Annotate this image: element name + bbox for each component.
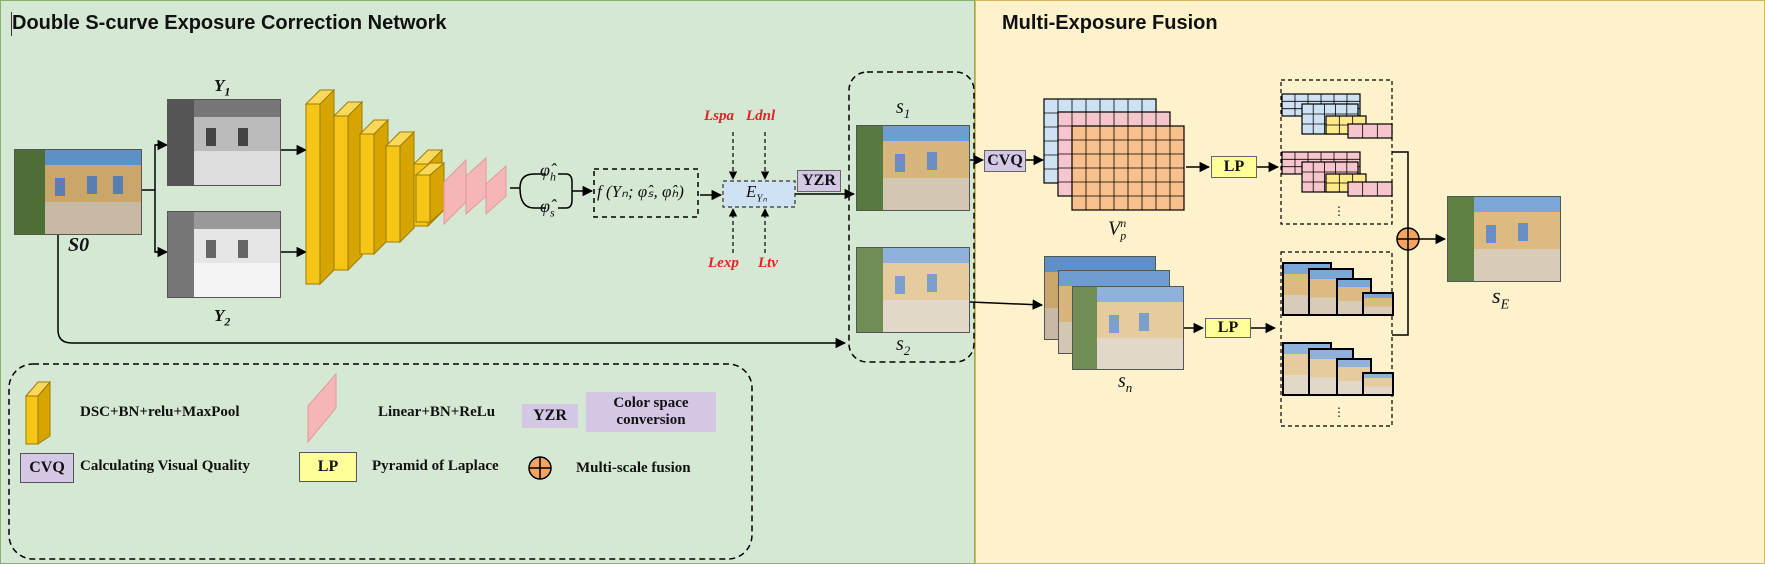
sn-image-3 [1072, 286, 1184, 370]
pyr1-level-4 [1347, 123, 1393, 139]
pyr2-level-4 [1347, 181, 1393, 197]
e-box [722, 180, 796, 208]
network-blocks [304, 88, 507, 286]
lspa-label: Lspa [704, 108, 734, 124]
conv-block-4 [384, 130, 416, 244]
s2-label: s2 [896, 333, 911, 358]
net-output-brace [510, 173, 546, 209]
title-cursor [11, 12, 12, 36]
legend-color-space: Color space conversion [586, 392, 716, 432]
lp-tag-bottom: LP [1205, 318, 1251, 338]
legend-conv-icon [24, 380, 52, 445]
skip-line [57, 235, 847, 349]
phi-h: φ̂h [540, 160, 556, 184]
legend-fusion-label: Multi-scale fusion [576, 460, 691, 476]
ltv-label: Ltv [758, 255, 778, 271]
s0-image [14, 149, 142, 235]
conv-block-2 [332, 100, 364, 272]
legend-linear-label: Linear+BN+ReLu [378, 404, 496, 420]
legend-yzr-tag: YZR [522, 404, 578, 428]
se-image [1447, 196, 1561, 282]
lp-tag-top: LP [1211, 156, 1257, 178]
ellipsis-bottom: ⋮ [1333, 405, 1345, 419]
ellipsis-top: ⋮ [1333, 204, 1345, 218]
phi-brace [558, 173, 592, 209]
outputs-box [848, 71, 975, 363]
ldnl-label: Ldnl [746, 108, 776, 124]
conv-block-6 [414, 161, 446, 224]
y1-image [167, 99, 281, 186]
linear-layer-3 [485, 164, 507, 216]
y2-image [167, 211, 281, 298]
s2-image [856, 247, 970, 333]
left-panel-title: Double S-curve Exposure Correction Netwo… [12, 12, 447, 34]
legend-linear-icon [307, 372, 337, 444]
s1-label: s1 [896, 96, 911, 121]
lexp-label: Lexp [708, 255, 739, 271]
e-y: EYₙ [746, 182, 767, 205]
pyramid-box-bottom [1280, 251, 1393, 427]
sn-label: sn [1118, 370, 1133, 395]
cvq-tag: CVQ [984, 150, 1026, 172]
arrow-s2-sn [969, 299, 1044, 310]
left-panel [0, 0, 975, 564]
weight-grid-3 [1071, 125, 1185, 211]
vp-label: Vpn [1108, 216, 1127, 243]
conv-block-1 [304, 88, 336, 286]
legend-cvq-tag: CVQ [20, 453, 74, 483]
se-label: sE [1492, 283, 1510, 313]
legend-conv-label: DSC+BN+relu+MaxPool [80, 404, 240, 420]
y2-label: Y2 [214, 306, 231, 329]
s1-image [856, 125, 970, 211]
legend-cvq-label: Calculating Visual Quality [80, 458, 251, 474]
legend-lp-label: Pyramid of Laplace [372, 458, 499, 474]
phi-s: φ̂s [540, 196, 555, 220]
y1-label: Y1 [214, 76, 231, 99]
right-panel-title: Multi-Exposure Fusion [1002, 12, 1218, 34]
legend-box [8, 363, 753, 560]
s0-label: S0 [68, 234, 90, 256]
legend-lp-tag: LP [299, 452, 357, 482]
f-box [593, 168, 699, 218]
f-function: f (Yₙ; φ̂ₛ, φ̂ₕ) [597, 182, 684, 201]
yzr-tag: YZR [797, 170, 841, 192]
